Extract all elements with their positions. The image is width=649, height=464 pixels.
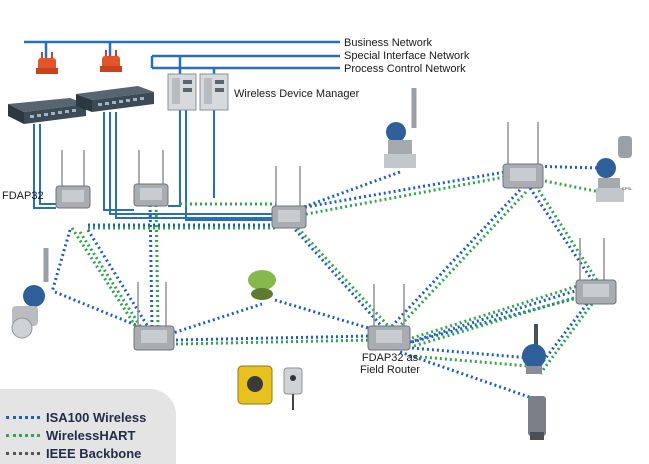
transmitter-top-center xyxy=(384,88,417,168)
access-point-top-right xyxy=(502,122,544,189)
legend-label-backbone: IEEE Backbone xyxy=(46,445,142,461)
process-control-network-label: Process Control Network xyxy=(344,63,466,75)
legend-swatch-backbone xyxy=(6,451,40,455)
field-router-label-line1: FDAP32 as xyxy=(361,352,419,364)
legend-item-isa100: ISA100 Wireless xyxy=(6,409,146,425)
access-point-left-bottom xyxy=(133,282,175,351)
access-point-center xyxy=(271,166,307,229)
network-switch-1 xyxy=(8,98,86,124)
isa100-links xyxy=(50,164,601,400)
legend-item-backbone: IEEE Backbone xyxy=(6,445,141,461)
fdap32-label: FDAP32 xyxy=(2,190,44,202)
gas-detector xyxy=(237,365,303,410)
legend-label-isa100: ISA100 Wireless xyxy=(46,409,147,425)
access-point-fdap32-b xyxy=(133,150,169,207)
sensor-cylinder xyxy=(528,396,546,440)
legend-swatch-isa100 xyxy=(6,415,40,419)
transmitter-bottom-right xyxy=(522,324,546,374)
network-backbone-lines xyxy=(24,40,340,76)
tiny-device-label: CPSL xyxy=(622,186,633,191)
business-network-label: Business Network xyxy=(344,37,433,49)
wireless-device-manager-label: Wireless Device Manager xyxy=(234,88,360,100)
access-point-field-router xyxy=(367,284,411,351)
access-point-right xyxy=(575,238,617,305)
wirelesshart-links xyxy=(70,174,611,375)
legend-label-wirelesshart: WirelessHART xyxy=(46,427,136,443)
firewall-2 xyxy=(100,50,122,72)
special-interface-network-label: Special Interface Network xyxy=(344,50,470,62)
wireless-adapter-green xyxy=(248,270,276,300)
wireless-device-manager-1 xyxy=(167,73,197,111)
legend-swatch-wirelesshart xyxy=(6,433,40,437)
field-router-label-line2: Field Router xyxy=(360,364,420,376)
legend: ISA100 Wireless WirelessHART IEEE Backbo… xyxy=(0,389,176,464)
network-switch-2 xyxy=(76,86,154,112)
wireless-device-manager-2 xyxy=(199,73,229,111)
transmitter-top-right xyxy=(596,136,632,202)
flowmeter-left xyxy=(11,248,49,339)
access-point-fdap32-a xyxy=(55,150,91,209)
wired-backbone xyxy=(33,108,276,221)
legend-item-wirelesshart: WirelessHART xyxy=(6,427,135,443)
firewall-1 xyxy=(36,52,58,74)
